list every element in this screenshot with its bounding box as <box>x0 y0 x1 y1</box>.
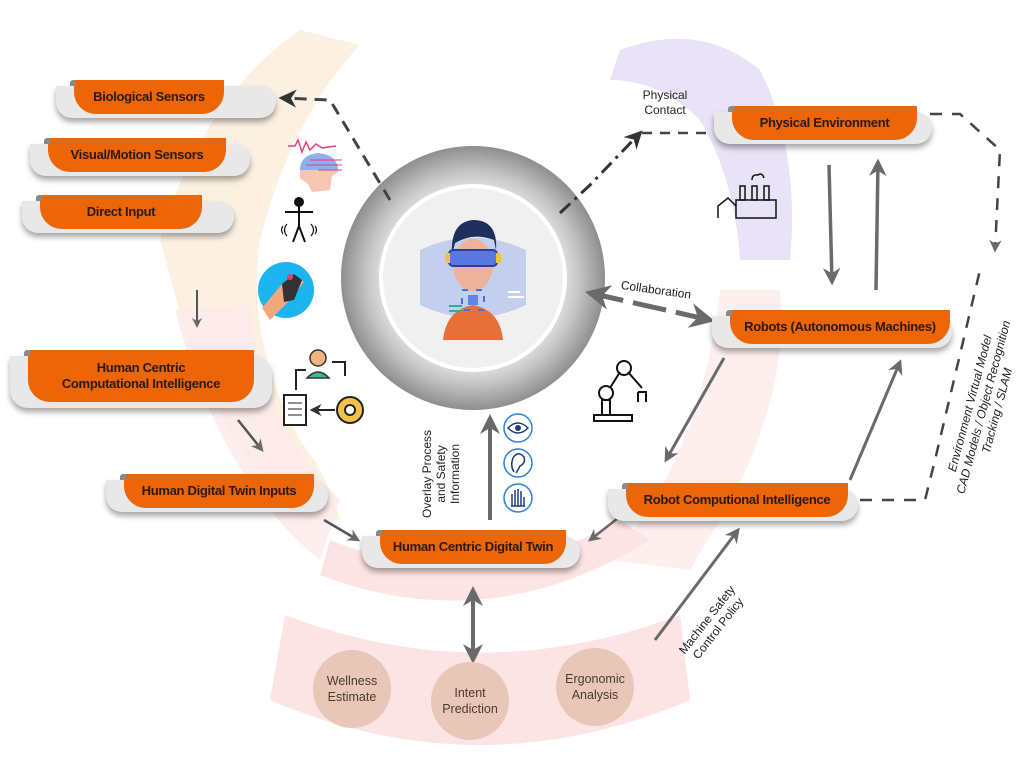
node-direct-input[interactable]: Direct Input <box>22 195 234 233</box>
human-process-cycle-icon <box>283 349 364 426</box>
arc-bottom-pink <box>320 520 650 601</box>
overlay-line2: and Safety <box>434 445 448 503</box>
arrow-collaboration <box>585 285 715 328</box>
analysis-line2: Analysis <box>571 688 619 702</box>
arc-lavender <box>610 38 792 260</box>
arrow-hcci-to-hdti <box>237 419 264 452</box>
arrow-machine-safety <box>653 527 740 641</box>
arrow-hdti-to-hcdt <box>323 518 361 542</box>
node-biological-sensors[interactable]: Biological Sensors <box>56 80 276 118</box>
arrow-center-to-contact <box>558 130 643 215</box>
node-label: Biological Sensors <box>70 80 224 114</box>
physical-contact-line1: Physical <box>642 88 688 102</box>
analysis-line2: Prediction <box>442 702 498 716</box>
connector-env-loop <box>930 112 1002 253</box>
node-human-centric-digital-twin[interactable]: Human Centric Digital Twin <box>362 530 580 568</box>
analysis-wellness-estimate[interactable]: Wellness Estimate <box>313 650 391 728</box>
hand-controller-icon <box>258 262 314 320</box>
arrow-robots-to-rci <box>664 357 726 463</box>
node-label: Direct Input <box>36 195 202 229</box>
node-label: Visual/Motion Sensors <box>44 138 226 172</box>
node-label: Physical Environment <box>728 106 917 140</box>
robot-arm-icon <box>593 360 647 422</box>
vr-operator-icon <box>420 220 526 340</box>
skeleton-motion-icon <box>280 197 318 243</box>
analysis-ergonomic-analysis[interactable]: Ergonomic Analysis <box>556 648 634 726</box>
node-label: Human Centric Computational Intelligence <box>24 350 254 402</box>
physical-contact-line2: Contact <box>644 103 686 117</box>
arrow-robots-to-env <box>869 158 887 291</box>
arrow-rci-to-robots <box>848 359 903 481</box>
overlay-line3: Information <box>448 443 462 504</box>
analysis-text: Wellness Estimate <box>327 673 377 705</box>
node-label: Robot Computional Intelligence <box>622 483 848 517</box>
node-label: Human Digital Twin Inputs <box>120 474 314 508</box>
node-robot-computional-intelligence[interactable]: Robot Computional Intelligence <box>608 483 858 521</box>
node-label-line1: Human Centric <box>96 360 186 375</box>
connector-center-to-bio <box>278 89 392 201</box>
node-label: Human Centric Digital Twin <box>376 530 566 564</box>
eeg-head-icon <box>288 138 342 192</box>
hand-touch-icon <box>503 483 533 513</box>
node-visual-motion-sensors[interactable]: Visual/Motion Sensors <box>30 138 250 176</box>
overlay-line1: Overlay Process <box>420 429 434 518</box>
factory-icon <box>717 173 777 219</box>
analysis-line1: Intent <box>454 686 486 700</box>
analysis-line1: Wellness <box>326 674 378 688</box>
overlay-info-label: Overlay Process and Safety Information <box>420 430 462 518</box>
node-label-line2: Computational Intelligence <box>61 376 221 391</box>
analysis-text: Ergonomic Analysis <box>565 671 625 703</box>
ear-icon <box>503 448 533 478</box>
node-physical-environment[interactable]: Physical Environment <box>714 106 932 144</box>
analysis-text: Intent Prediction <box>442 685 498 717</box>
arc-sensors-beige <box>160 30 360 240</box>
arc-right-pink <box>610 290 782 570</box>
node-label: Robots (Autonomous Machines) <box>726 310 950 344</box>
analysis-line2: Estimate <box>327 690 377 704</box>
arrow-env-to-robots <box>822 164 841 286</box>
node-human-digital-twin-inputs[interactable]: Human Digital Twin Inputs <box>106 474 328 512</box>
physical-contact-label: Physical Contact <box>630 88 700 118</box>
analysis-intent-prediction[interactable]: Intent Prediction <box>431 662 509 740</box>
eye-icon <box>503 413 533 443</box>
analysis-line1: Ergonomic <box>565 672 625 686</box>
node-human-centric-computational-intelligence[interactable]: Human Centric Computational Intelligence <box>10 350 272 408</box>
node-robots-autonomous-machines[interactable]: Robots (Autonomous Machines) <box>712 310 952 348</box>
connector-rci-to-model <box>860 269 982 502</box>
